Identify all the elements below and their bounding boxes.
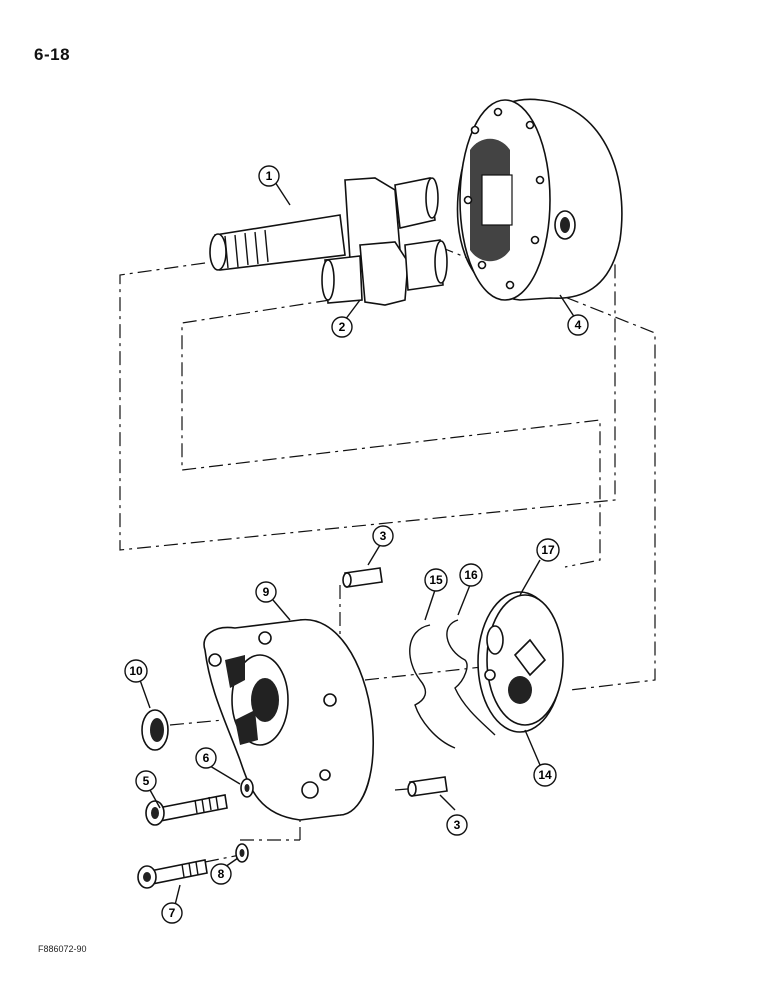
- callout-8-label: 8: [218, 867, 225, 881]
- washer-part-8: [235, 843, 249, 863]
- backup-ring-part-16: [446, 619, 496, 736]
- callout-10: 10: [124, 659, 148, 683]
- callout-1-label: 1: [266, 169, 273, 183]
- dowel-pin-bottom-part-3: [407, 776, 448, 797]
- callout-4-label: 4: [575, 318, 582, 332]
- callout-7: 7: [161, 902, 183, 924]
- callout-8: 8: [210, 863, 232, 885]
- callout-6-label: 6: [203, 751, 210, 765]
- callout-5-label: 5: [143, 774, 150, 788]
- callout-5: 5: [135, 770, 157, 792]
- figure-id: F886072-90: [38, 944, 87, 954]
- callout-14-label: 14: [538, 768, 552, 782]
- callout-15-label: 15: [429, 573, 443, 587]
- callout-2-label: 2: [339, 320, 346, 334]
- driven-gear-shaft-part-2: [321, 239, 448, 306]
- washer-part-6: [240, 778, 254, 798]
- callout-4: 4: [567, 314, 589, 336]
- callout-14: 14: [533, 763, 557, 787]
- drive-gear-shaft-part-1: [209, 177, 439, 271]
- front-cover-part-9: [203, 618, 374, 821]
- callout-3-bottom: 3: [446, 814, 468, 836]
- callout-7-label: 7: [169, 906, 176, 920]
- callout-leaders: [139, 181, 576, 906]
- seal-ring-part-15: [409, 624, 456, 749]
- wear-plate-part-14-17: [477, 591, 564, 733]
- callout-15: 15: [424, 568, 448, 592]
- assembly-lines: [119, 246, 656, 863]
- pump-body-part-4: [456, 98, 623, 301]
- callout-2: 2: [331, 316, 353, 338]
- callout-3-bottom-label: 3: [454, 818, 461, 832]
- page-number: 6-18: [34, 45, 71, 64]
- seal-part-10: [141, 709, 169, 751]
- callout-1: 1: [258, 165, 280, 187]
- callout-16: 16: [459, 563, 483, 587]
- callout-17: 17: [536, 538, 560, 562]
- callout-9: 9: [255, 581, 277, 603]
- callout-17-label: 17: [541, 543, 555, 557]
- dowel-pin-top-part-3: [342, 567, 383, 588]
- callout-6: 6: [195, 747, 217, 769]
- callout-9-label: 9: [263, 585, 270, 599]
- callout-16-label: 16: [464, 568, 478, 582]
- callout-3-top-label: 3: [380, 529, 387, 543]
- callout-3-top: 3: [372, 525, 394, 547]
- bolt-part-5: [145, 794, 228, 826]
- callout-10-label: 10: [129, 664, 143, 678]
- bolt-part-7: [137, 859, 208, 889]
